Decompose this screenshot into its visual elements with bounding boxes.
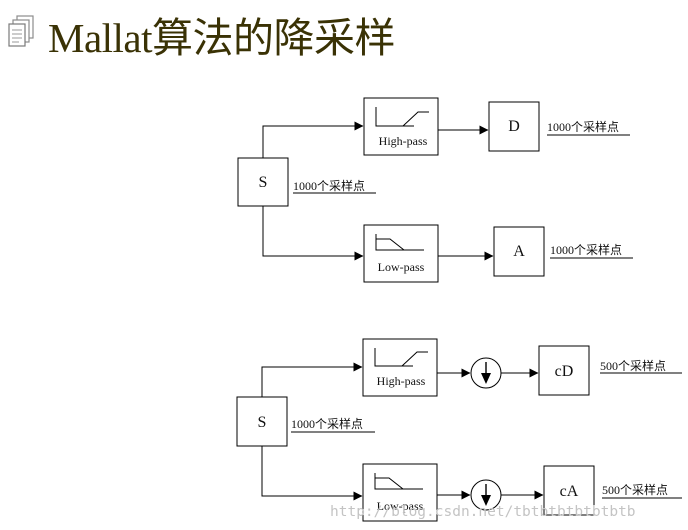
- bottom-source-label: S: [258, 414, 267, 431]
- bottom-high-pass-filter: High-pass: [362, 338, 438, 397]
- top-source-note-text: 1000个采样点: [293, 178, 365, 193]
- top-detail-note-text: 1000个采样点: [547, 119, 619, 134]
- top-source-label: S: [259, 174, 268, 191]
- slide-title: Mallat算法的降采样: [48, 15, 396, 61]
- bottom-detail-note: 500个采样点: [600, 358, 682, 374]
- bottom-source-note: 1000个采样点: [291, 416, 375, 433]
- high-pass-response-icon: [375, 107, 429, 127]
- bottom-branch-to-high-pass: [261, 362, 363, 397]
- low-pass-response-icon: [375, 234, 424, 251]
- bottom-high-pass-label: High-pass: [377, 374, 426, 388]
- watermark-text: http://blog.csdn.net/tbtbtbtbtbtbtb: [330, 504, 636, 520]
- high-pass-response-icon: [374, 348, 428, 367]
- bottom-branch-to-low-pass: [261, 446, 363, 501]
- top-high-pass-filter: High-pass: [363, 97, 439, 156]
- bottom-low-pass-filter: Low-pass: [362, 463, 438, 522]
- top-approx-output: A: [493, 226, 545, 277]
- bottom-approx-output: cA: [543, 465, 595, 516]
- bottom-approx-label: cA: [560, 483, 579, 500]
- bottom-low-downsampler: [470, 479, 502, 511]
- top-branch-to-high-pass: [262, 121, 364, 158]
- top-high-pass-label: High-pass: [379, 134, 428, 148]
- bottom-approx-note: 500个采样点: [602, 482, 682, 499]
- top-diagram: S 1000个采样点 High-pass Low-pass: [237, 97, 633, 283]
- top-approx-label: A: [513, 243, 525, 260]
- top-source-node: S: [237, 157, 289, 207]
- top-source-note: 1000个采样点: [293, 178, 376, 194]
- top-approx-note: 1000个采样点: [550, 242, 633, 259]
- bottom-low-pass-label: Low-pass: [377, 499, 424, 513]
- bottom-detail-label: cD: [555, 363, 574, 380]
- bottom-source-note-text: 1000个采样点: [291, 416, 363, 431]
- bottom-approx-note-text: 500个采样点: [602, 482, 668, 497]
- bottom-source-node: S: [236, 396, 288, 447]
- low-pass-response-icon: [374, 473, 423, 490]
- bottom-detail-note-text: 500个采样点: [600, 358, 666, 373]
- top-low-pass-label: Low-pass: [378, 260, 425, 274]
- downsample-arrow-icon: [481, 362, 491, 384]
- top-branch-to-low-pass: [262, 206, 364, 261]
- downsample-arrow-icon: [481, 484, 491, 506]
- top-detail-note: 1000个采样点: [547, 119, 630, 136]
- top-detail-output: D: [488, 101, 540, 152]
- bottom-high-downsampler: [470, 357, 502, 389]
- top-detail-label: D: [508, 118, 520, 135]
- document-stack-icon: [8, 15, 34, 47]
- top-low-pass-filter: Low-pass: [363, 224, 439, 283]
- bottom-diagram: S 1000个采样点 High-pass Low-pass: [236, 338, 682, 522]
- top-approx-note-text: 1000个采样点: [550, 242, 622, 257]
- bottom-detail-output: cD: [538, 345, 590, 396]
